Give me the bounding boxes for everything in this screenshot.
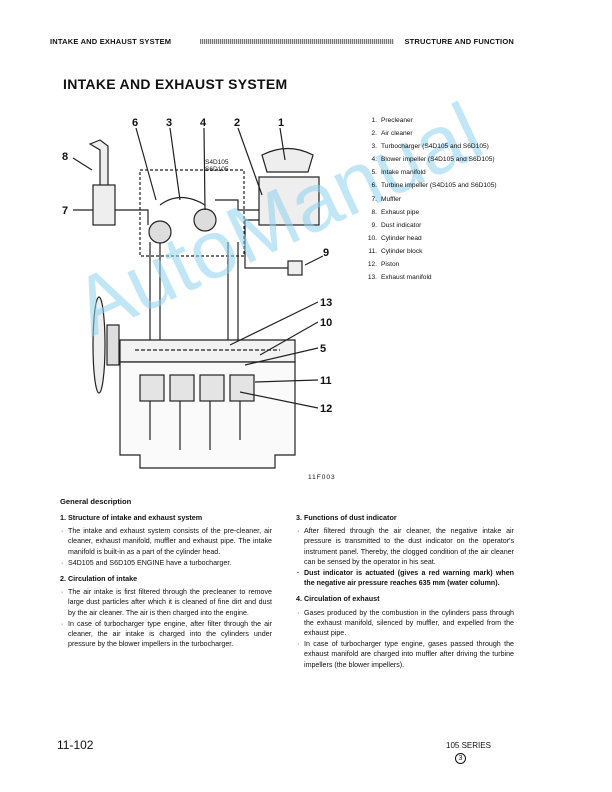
exhaust-pipe-upper xyxy=(115,209,149,225)
legend-item: 4.Blower impeller (S4D105 and S6D105) xyxy=(371,156,495,164)
legend-item: 6.Turbine impeller (S4D105 and S6D105) xyxy=(371,182,497,190)
running-header: INTAKE AND EXHAUST SYSTEM STRUCTURE AND … xyxy=(50,37,520,49)
general-description-heading: General description xyxy=(60,497,132,506)
parts-legend: 1.Precleaner 2.Air cleaner 3.Turbocharge… xyxy=(357,114,497,284)
header-left: INTAKE AND EXHAUST SYSTEM xyxy=(50,37,172,46)
left-column: 1. Structure of intake and exhaust syste… xyxy=(60,513,272,650)
fan xyxy=(92,296,106,394)
section-2-bullet: In case of turbocharger type engine, aft… xyxy=(60,619,272,650)
dust-indicator xyxy=(287,260,303,276)
figure-code: 11F003 xyxy=(308,474,336,481)
page-title: INTAKE AND EXHAUST SYSTEM xyxy=(63,76,288,92)
muffler xyxy=(92,184,116,226)
section-3-bullet: Dust indicator is actuated (gives a red … xyxy=(296,568,514,588)
legend-item: 3.Turbocharger (S4D105 and S6D105) xyxy=(371,143,489,151)
section-2-title: 2. Circulation of intake xyxy=(60,574,138,584)
callout-13: 13 xyxy=(320,297,332,309)
page-number: 11-102 xyxy=(57,738,94,752)
header-right: STRUCTURE AND FUNCTION xyxy=(404,37,514,46)
legend-item: 5.Intake manifold xyxy=(371,169,426,177)
callout-1: 1 xyxy=(278,117,284,129)
callout-4: 4 xyxy=(200,117,207,129)
legend-item: 1.Precleaner xyxy=(371,117,413,124)
dust-indicator-line xyxy=(244,219,297,269)
callout-6: 6 xyxy=(132,117,138,129)
turbine-impeller xyxy=(148,220,172,244)
section-3-bullet: After filtered through the air cleaner, … xyxy=(296,526,514,567)
turbo-label-1: S4D105 xyxy=(205,159,229,166)
legend-item: 2.Air cleaner xyxy=(371,130,413,138)
precleaner xyxy=(261,147,314,173)
legend-item: 10.Cylinder head xyxy=(367,234,422,242)
exhaust-pipe xyxy=(88,139,109,187)
intake-pipe-upper xyxy=(215,199,259,211)
section-4-bullet: Gases produced by the combustion in the … xyxy=(296,608,514,639)
section-1-title: 1. Structure of intake and exhaust syste… xyxy=(60,513,203,522)
callout-11: 11 xyxy=(320,375,332,387)
callout-5: 5 xyxy=(320,343,326,355)
callout-12: 12 xyxy=(320,403,332,415)
cylinder-head xyxy=(119,339,296,363)
legend-item: 11.Cylinder block xyxy=(368,247,423,255)
legend-item: 12.Piston xyxy=(367,261,400,269)
turbo-box xyxy=(139,169,245,257)
callout-3: 3 xyxy=(166,117,172,129)
left-downpipe xyxy=(149,242,161,345)
pistons xyxy=(139,374,255,450)
callout-10: 10 xyxy=(320,317,332,329)
circled-number: 3 xyxy=(455,753,466,764)
callout-9: 9 xyxy=(323,247,329,259)
section-1-bullet: S4D105 and S6D105 ENGINE have a turbocha… xyxy=(60,558,272,568)
section-3-title: 3. Functions of dust indicator xyxy=(296,513,397,522)
section-2-bullet: The air intake is first filtered through… xyxy=(60,587,272,618)
turbo-label-2: S6D105 xyxy=(205,166,229,173)
callout-7: 7 xyxy=(62,205,68,217)
legend-item: 13.Exhaust manifold xyxy=(367,274,432,282)
legend-item: 8.Exhaust pipe xyxy=(371,208,420,216)
section-4-title: 4. Circulation of exhaust xyxy=(296,594,380,604)
right-downpipe xyxy=(227,242,239,345)
right-column: 3. Functions of dust indicator After fil… xyxy=(296,513,514,671)
callout-2: 2 xyxy=(234,117,240,129)
legend-item: 9.Dust indicator xyxy=(371,221,422,229)
section-1-bullet: The intake and exhaust system consists o… xyxy=(60,526,272,557)
pulley xyxy=(106,324,120,366)
callout-8: 8 xyxy=(62,151,68,163)
air-cleaner xyxy=(258,176,320,226)
series-label: 105 SERIES xyxy=(446,741,491,750)
section-4-bullet: In case of turbocharger type engine, gas… xyxy=(296,639,514,670)
legend-item: 7.Muffler xyxy=(371,195,402,203)
header-rule xyxy=(200,39,394,44)
